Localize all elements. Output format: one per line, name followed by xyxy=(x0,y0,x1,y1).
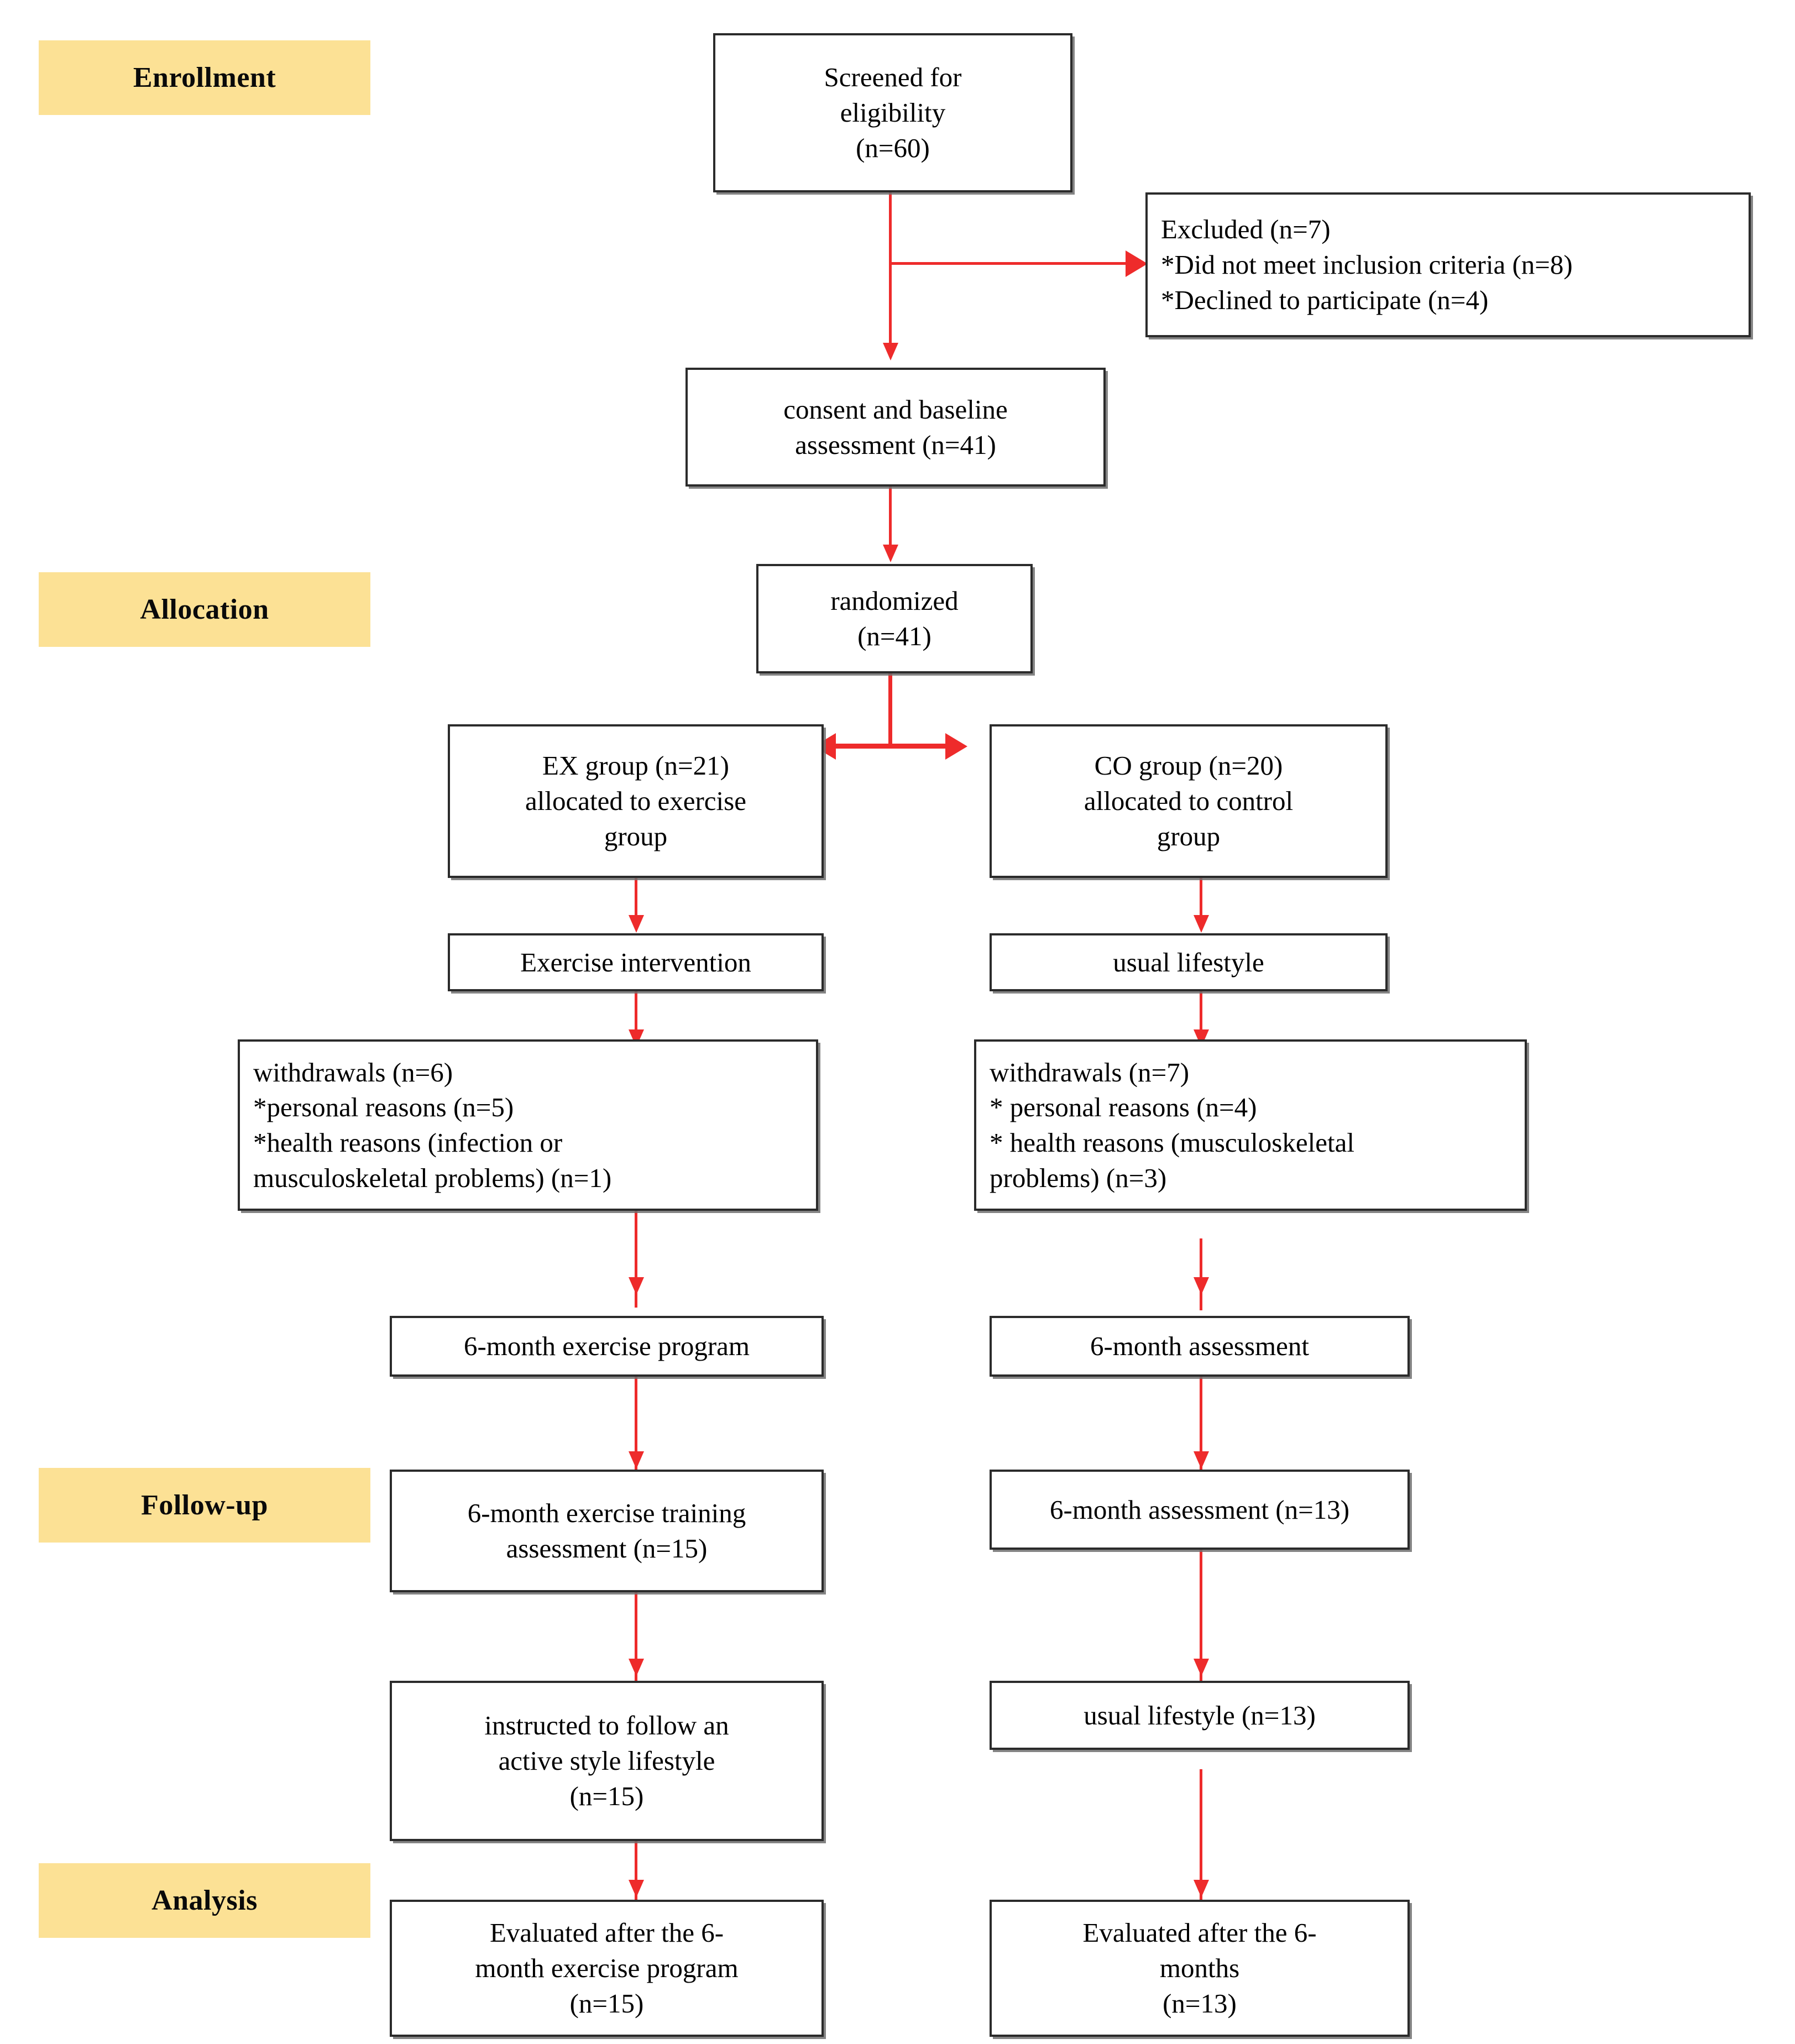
stage-label-analysis-text: Analysis xyxy=(151,1885,258,1916)
arrow-ex-followup-icon xyxy=(629,1451,644,1469)
node-exercise-intervention-line-1: Exercise intervention xyxy=(520,947,751,977)
node-co-6month-assessment: 6-month assessment xyxy=(990,1316,1410,1377)
arrow-co-analysis-icon xyxy=(1194,1880,1209,1897)
node-co-6month-assessment-line-1: 6-month assessment xyxy=(1090,1331,1310,1362)
node-usual-lifestyle-line-1: usual lifestyle xyxy=(1113,947,1264,977)
connector-allocation-split xyxy=(835,744,948,749)
node-co-6month-assessment-followup: 6-month assessment (n=13) xyxy=(990,1470,1410,1550)
connector-co-usual2-to-analysis xyxy=(1200,1769,1202,1902)
node-consent-baseline: consent and baseline assessment (n=41) xyxy=(685,368,1106,487)
stage-label-followup-text: Follow-up xyxy=(141,1489,268,1521)
node-co-withdrawals: withdrawals (n=7) * personal reasons (n=… xyxy=(974,1039,1527,1211)
node-ex-instructed-active-lifestyle: instructed to follow an active style lif… xyxy=(390,1681,824,1841)
arrow-to-excluded-icon xyxy=(1126,250,1148,277)
node-ex-6month-training-assessment: 6-month exercise training assessment (n=… xyxy=(390,1470,824,1592)
node-co-withdrawals-line-3: * health reasons (musculoskeletal xyxy=(990,1127,1354,1158)
connector-ex-group-to-intervention xyxy=(635,874,637,926)
node-co-group-line-2: allocated to control xyxy=(1084,786,1294,817)
node-co-analysis-line-3: (n=13) xyxy=(1163,1988,1237,2019)
node-ex-instructed-line-2: active style lifestyle xyxy=(498,1745,715,1776)
arrow-ex-program-icon xyxy=(629,1277,644,1295)
node-co-usual-lifestyle-13: usual lifestyle (n=13) xyxy=(990,1681,1410,1750)
arrow-ex-intervention-icon xyxy=(629,915,644,933)
arrow-to-consent-icon xyxy=(883,343,898,360)
node-ex-followup-line-2: assessment (n=15) xyxy=(506,1533,708,1564)
node-screened-line-1: Screened for xyxy=(824,62,962,93)
connector-co-group-to-usual xyxy=(1200,874,1202,926)
connector-ex-withdrawals-to-program xyxy=(635,1208,637,1308)
node-co-withdrawals-line-4: problems) (n=3) xyxy=(990,1162,1167,1193)
node-excluded-line-1: Excluded (n=7) xyxy=(1161,214,1331,245)
node-ex-analysis-line-1: Evaluated after the 6- xyxy=(489,1917,724,1948)
connector-co-followup-to-usual2 xyxy=(1200,1548,1202,1684)
node-co-usual2-line-1: usual lifestyle (n=13) xyxy=(1084,1700,1316,1731)
node-screened: Screened for eligibility (n=60) xyxy=(713,33,1072,192)
node-co-group-line-3: group xyxy=(1156,820,1221,851)
arrow-ex-analysis-icon xyxy=(629,1880,644,1897)
node-ex-group-line-1: EX group (n=21) xyxy=(542,750,729,781)
node-co-analysis-line-2: months xyxy=(1159,1953,1240,1984)
connector-co-assessment-to-followup xyxy=(1200,1366,1202,1473)
node-ex-withdrawals-line-1: withdrawals (n=6) xyxy=(253,1057,453,1088)
node-excluded-line-3: *Declined to participate (n=4) xyxy=(1161,284,1489,315)
node-ex-analysis: Evaluated after the 6- month exercise pr… xyxy=(390,1900,824,2037)
connector-ex-followup-to-instructed xyxy=(635,1592,637,1684)
node-consent-line-1: consent and baseline xyxy=(783,394,1008,425)
arrow-to-randomized-icon xyxy=(883,545,898,562)
node-excluded-line-2: *Did not meet inclusion criteria (n=8) xyxy=(1161,249,1573,280)
node-randomized: randomized (n=41) xyxy=(756,564,1033,673)
node-usual-lifestyle: usual lifestyle xyxy=(990,933,1388,991)
connector-randomized-trunk xyxy=(888,672,892,746)
stage-label-allocation: Allocation xyxy=(39,572,370,647)
node-ex-6month-program-line-1: 6-month exercise program xyxy=(463,1331,750,1362)
node-ex-instructed-line-1: instructed to follow an xyxy=(484,1710,729,1741)
node-co-followup-line-1: 6-month assessment (n=13) xyxy=(1049,1494,1350,1525)
stage-label-enrollment: Enrollment xyxy=(39,40,370,115)
connector-screened-trunk xyxy=(889,188,892,354)
stage-label-allocation-text: Allocation xyxy=(140,594,269,625)
node-ex-withdrawals-line-2: *personal reasons (n=5) xyxy=(253,1092,514,1123)
connector-screened-to-excluded xyxy=(889,262,1132,265)
node-ex-group-line-2: allocated to exercise xyxy=(525,786,746,817)
stage-label-analysis: Analysis xyxy=(39,1863,370,1938)
arrow-co-followup-icon xyxy=(1194,1451,1209,1469)
node-co-withdrawals-line-1: withdrawals (n=7) xyxy=(990,1057,1190,1088)
arrow-co-assessment-icon xyxy=(1194,1277,1209,1295)
node-ex-withdrawals-line-3: *health reasons (infection or xyxy=(253,1127,563,1158)
node-co-group: CO group (n=20) allocated to control gro… xyxy=(990,724,1388,878)
node-ex-group: EX group (n=21) allocated to exercise gr… xyxy=(448,724,824,878)
node-ex-instructed-line-3: (n=15) xyxy=(569,1780,644,1811)
connector-co-withdrawals-to-assessment xyxy=(1200,1238,1202,1310)
node-excluded: Excluded (n=7) *Did not meet inclusion c… xyxy=(1145,192,1751,337)
node-randomized-line-1: randomized xyxy=(830,586,959,616)
connector-ex-instructed-to-analysis xyxy=(635,1841,637,1902)
node-co-analysis-line-1: Evaluated after the 6- xyxy=(1082,1917,1317,1948)
node-ex-withdrawals: withdrawals (n=6) *personal reasons (n=5… xyxy=(238,1039,818,1211)
node-co-withdrawals-line-2: * personal reasons (n=4) xyxy=(990,1092,1257,1123)
stage-label-enrollment-text: Enrollment xyxy=(133,62,276,93)
stage-label-followup: Follow-up xyxy=(39,1468,370,1543)
node-ex-analysis-line-2: month exercise program xyxy=(475,1953,739,1984)
connector-ex-program-to-followup xyxy=(635,1366,637,1473)
connector-co-usual-to-withdrawals xyxy=(1200,987,1202,1042)
node-co-analysis: Evaluated after the 6- months (n=13) xyxy=(990,1900,1410,2037)
node-exercise-intervention: Exercise intervention xyxy=(448,933,824,991)
node-co-group-line-1: CO group (n=20) xyxy=(1094,750,1283,781)
arrow-to-co-group-icon xyxy=(945,733,967,760)
node-randomized-line-2: (n=41) xyxy=(857,621,931,651)
arrow-co-usual-icon xyxy=(1194,915,1209,933)
node-screened-line-2: eligibility xyxy=(840,97,946,128)
node-screened-line-3: (n=60) xyxy=(856,132,930,163)
node-ex-withdrawals-line-4: musculoskeletal problems) (n=1) xyxy=(253,1162,612,1193)
node-ex-analysis-line-3: (n=15) xyxy=(569,1988,644,2019)
node-consent-line-2: assessment (n=41) xyxy=(795,429,996,460)
arrow-co-usual2-icon xyxy=(1194,1659,1209,1676)
node-ex-followup-line-1: 6-month exercise training xyxy=(467,1498,746,1529)
node-ex-6month-program: 6-month exercise program xyxy=(390,1316,824,1377)
connector-ex-intervention-to-withdrawals xyxy=(635,987,637,1042)
arrow-ex-instructed-icon xyxy=(629,1659,644,1676)
node-ex-group-line-3: group xyxy=(604,820,668,851)
connector-consent-to-randomized xyxy=(889,487,892,558)
